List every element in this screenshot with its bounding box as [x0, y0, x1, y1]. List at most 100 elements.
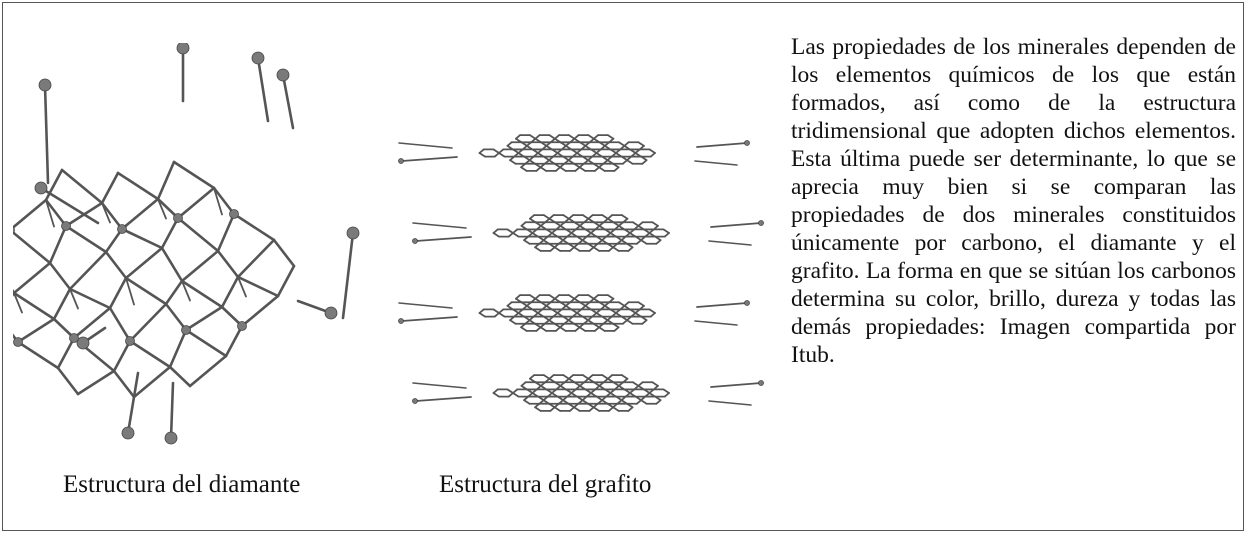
- bond-line: [509, 315, 516, 322]
- bond-line: [637, 381, 644, 387]
- carbon-atom: [229, 209, 239, 219]
- bond-line: [100, 201, 124, 231]
- bond-line: [694, 160, 738, 166]
- bond-line: [168, 328, 188, 369]
- bond-line: [576, 395, 584, 402]
- bond-line: [623, 301, 630, 307]
- bond-line: [498, 312, 506, 318]
- bond-line: [545, 388, 553, 394]
- bond-line: [601, 374, 609, 380]
- bond-line: [587, 402, 595, 409]
- bond-line: [587, 134, 595, 140]
- bond-line: [612, 242, 619, 249]
- bond-line: [601, 235, 608, 242]
- bond-line: [69, 288, 79, 310]
- bond-line: [559, 326, 567, 332]
- bond-line: [13, 333, 20, 344]
- bond-line: [13, 291, 56, 321]
- bond-line: [573, 246, 581, 252]
- bond-line: [640, 239, 648, 245]
- bond-line: [104, 250, 128, 280]
- carbon-atom: [117, 224, 127, 234]
- bond-line: [506, 301, 513, 307]
- bond-line: [517, 308, 524, 314]
- bond-line: [595, 235, 603, 242]
- bond-line: [184, 328, 228, 358]
- bond-line: [398, 142, 453, 149]
- bond-line: [506, 388, 514, 394]
- carbon-atom: [758, 220, 764, 226]
- bond-line: [551, 228, 558, 234]
- carbon-atom: [276, 68, 290, 82]
- bond-line: [492, 392, 500, 398]
- bond-line: [523, 235, 530, 242]
- bond-line: [581, 155, 589, 162]
- bond-line: [578, 326, 586, 332]
- bond-line: [534, 246, 542, 252]
- bond-line: [529, 294, 537, 300]
- bond-line: [548, 374, 555, 380]
- bond-line: [584, 228, 592, 234]
- bond-line: [281, 73, 295, 130]
- bond-line: [537, 308, 544, 314]
- bond-line: [128, 339, 172, 369]
- bond-line: [598, 162, 605, 169]
- bond-line: [43, 83, 50, 185]
- bond-line: [595, 395, 603, 402]
- graphite-caption: Estructura del grafito: [439, 471, 652, 498]
- bond-line: [587, 294, 595, 300]
- bond-line: [562, 235, 569, 242]
- bond-line: [492, 232, 500, 238]
- bond-line: [164, 279, 184, 306]
- carbon-atom: [125, 336, 135, 346]
- bond-line: [626, 315, 633, 322]
- bond-line: [570, 308, 578, 314]
- bond-line: [48, 261, 72, 291]
- bond-line: [124, 246, 164, 280]
- bond-line: [629, 228, 636, 234]
- bond-line: [534, 221, 542, 227]
- bond-line: [112, 339, 132, 373]
- bond-line: [523, 315, 531, 322]
- bond-line: [531, 228, 538, 234]
- bond-line: [101, 202, 111, 224]
- bond-line: [598, 141, 606, 147]
- bond-line: [13, 292, 23, 314]
- bond-line: [582, 374, 590, 380]
- bond-line: [587, 374, 594, 380]
- bond-line: [559, 141, 567, 147]
- carbon-atom: [164, 431, 178, 445]
- bond-line: [172, 160, 216, 190]
- bond-line: [100, 171, 120, 205]
- bond-line: [573, 162, 581, 169]
- bond-line: [593, 134, 600, 140]
- bond-line: [554, 294, 561, 300]
- bond-line: [498, 148, 505, 154]
- bond-line: [626, 155, 633, 162]
- bond-line: [554, 381, 562, 387]
- bond-line: [553, 402, 560, 409]
- bond-line: [590, 388, 597, 394]
- bond-line: [553, 246, 561, 252]
- bond-line: [534, 294, 541, 300]
- bond-line: [13, 230, 52, 265]
- bond-line: [551, 388, 558, 394]
- bond-line: [662, 228, 670, 234]
- bond-line: [604, 141, 611, 147]
- bond-line: [598, 322, 605, 329]
- bond-line: [528, 315, 535, 322]
- bond-line: [562, 374, 570, 380]
- bond-line: [531, 308, 539, 314]
- bond-line: [478, 308, 485, 314]
- bond-line: [694, 320, 738, 326]
- bond-line: [640, 155, 648, 162]
- bond-line: [582, 214, 590, 220]
- bond-line: [498, 308, 505, 314]
- bond-line: [116, 171, 160, 201]
- bond-line: [498, 152, 506, 158]
- bond-line: [573, 221, 581, 227]
- bond-line: [584, 388, 592, 394]
- bond-line: [534, 162, 542, 169]
- bond-line: [615, 308, 622, 314]
